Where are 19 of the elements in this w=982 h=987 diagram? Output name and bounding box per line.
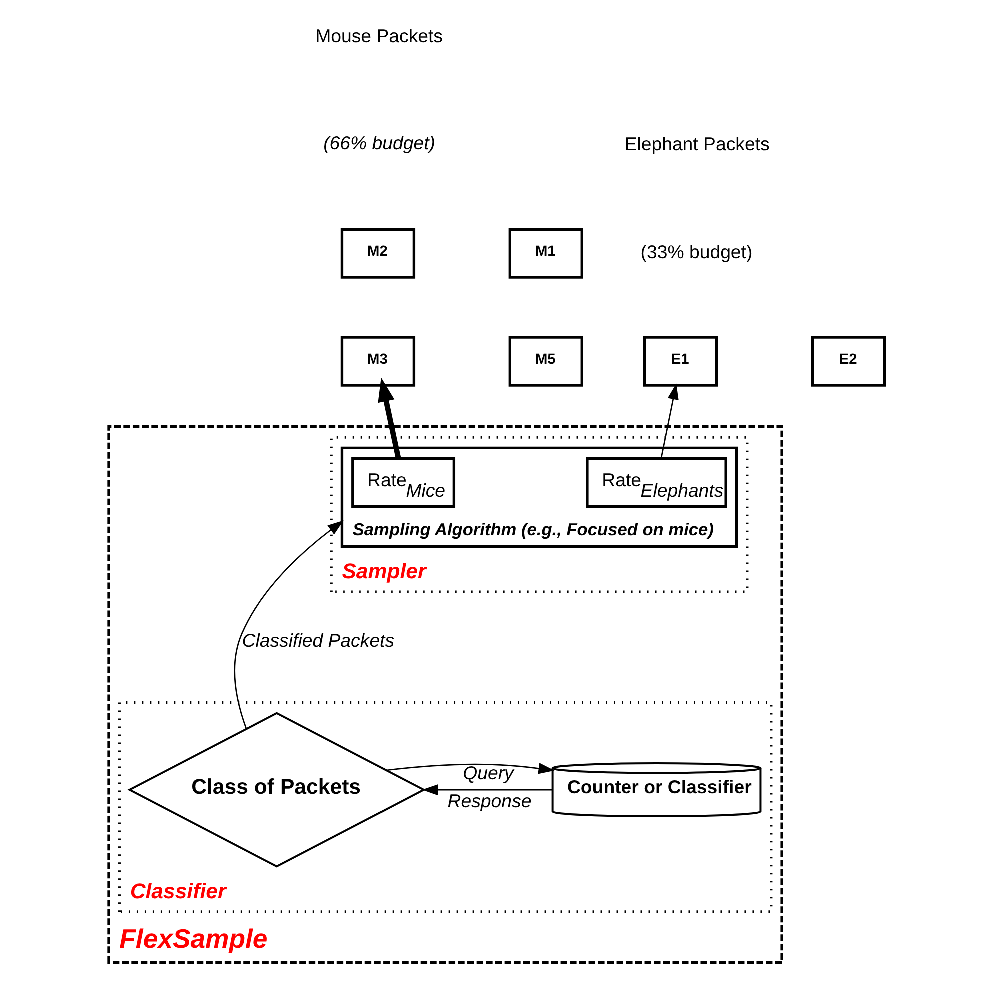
arrow — [378, 378, 401, 460]
arrow — [660, 384, 678, 459]
arrow — [422, 784, 552, 796]
label: Mouse Packets — [315, 26, 443, 47]
node-box: E1 — [642, 336, 718, 387]
node-box: M3 — [340, 336, 416, 387]
label: (33% budget) — [640, 242, 752, 263]
arrow — [386, 763, 554, 774]
label: Elephant Packets — [624, 134, 770, 155]
node-box: M5 — [508, 336, 583, 387]
edge-label: Response — [447, 790, 532, 812]
edge-label: Classified Packets — [242, 630, 394, 652]
label: (66% budget) — [323, 132, 435, 154]
node-diamond: Class of Packets — [127, 712, 426, 868]
arrow — [234, 520, 344, 730]
node-box: E2 — [810, 336, 886, 387]
edge-label: Query — [462, 762, 514, 784]
node-box: M2 — [340, 228, 416, 279]
node-box: M1 — [508, 228, 583, 279]
